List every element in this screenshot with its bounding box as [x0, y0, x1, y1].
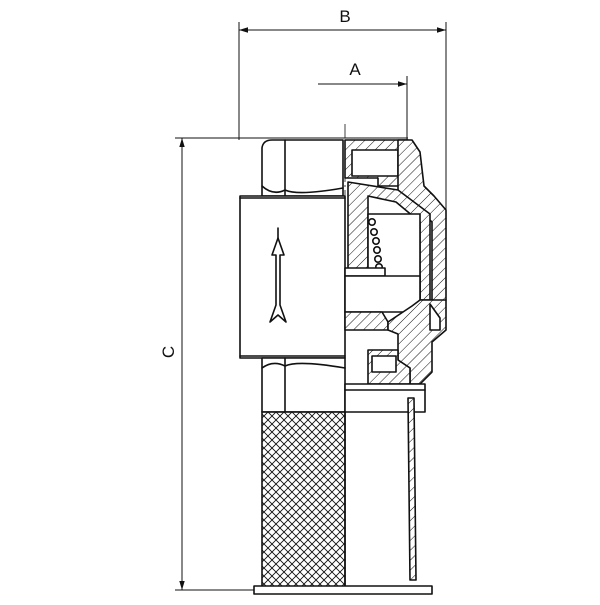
valve-disc [344, 275, 421, 313]
bottom-plate [253, 585, 433, 595]
disc-holder-section [344, 311, 389, 331]
top-hex-nut [261, 139, 344, 197]
strainer-wall-section [407, 397, 417, 581]
flow-arrow-shape [269, 237, 287, 323]
dimension-c: C [159, 137, 408, 591]
dimension-b: B [238, 7, 447, 240]
upper-bore [351, 149, 399, 177]
spring [367, 218, 383, 271]
top-hex-chamfer [261, 185, 344, 194]
up-arrow-icon [269, 227, 287, 323]
spring-coil [367, 218, 376, 227]
valve-exterior-view [239, 139, 346, 589]
strainer-mesh [261, 411, 346, 589]
valve-section-view [253, 139, 447, 595]
spring-coil [372, 246, 381, 255]
piston-stem [344, 267, 386, 277]
spring-coil [373, 255, 382, 264]
dimension-c-label: C [159, 346, 178, 358]
dimension-a-label: A [349, 60, 361, 79]
spring-coil [369, 228, 378, 237]
bottom-hex-chamfer [261, 362, 346, 369]
dimension-b-label: B [339, 7, 350, 26]
seal-ring [429, 303, 441, 331]
dimension-a: A [318, 60, 408, 140]
lower-bore [371, 355, 397, 373]
spring-coil [371, 237, 380, 246]
valve-body [239, 195, 346, 359]
